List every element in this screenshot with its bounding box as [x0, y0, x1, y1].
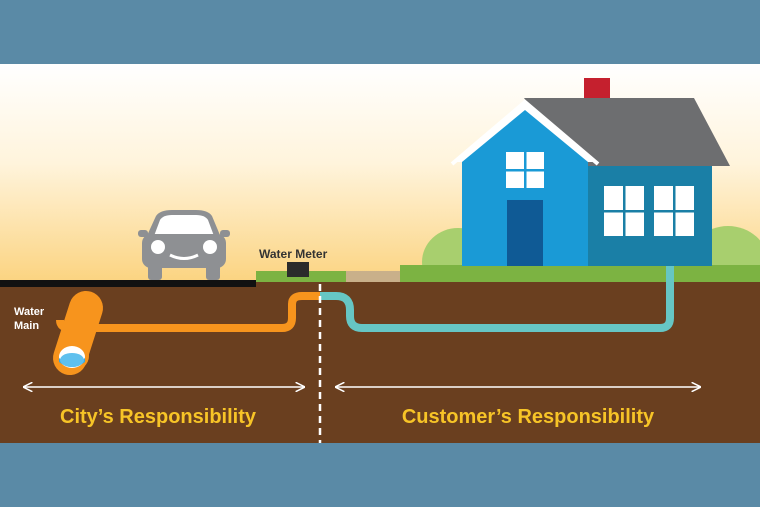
bottom-band: [0, 443, 760, 507]
top-band: [0, 0, 760, 64]
gable-trim: [450, 99, 600, 166]
lawn: [400, 265, 760, 282]
car-icon: [138, 210, 230, 280]
window-right-2: [654, 186, 694, 236]
window-right-1: [604, 186, 644, 236]
house-icon: [450, 78, 730, 266]
customer-service-line: [320, 266, 674, 332]
soil: [0, 282, 760, 443]
water-meter-label: Water Meter: [259, 247, 328, 261]
window-upper: [506, 152, 544, 188]
water-meter-icon: [287, 262, 309, 277]
water-main-icon: [53, 291, 103, 375]
customer-responsibility-label: Customer’s Responsibility: [402, 406, 655, 428]
front-door: [507, 200, 543, 266]
city-responsibility-label: City’s Responsibility: [60, 406, 257, 428]
water-main-label-line1: Water: [14, 306, 45, 318]
street: [0, 280, 256, 287]
water-main-label-line2: Main: [14, 320, 39, 332]
lawn-slope: [400, 265, 420, 282]
